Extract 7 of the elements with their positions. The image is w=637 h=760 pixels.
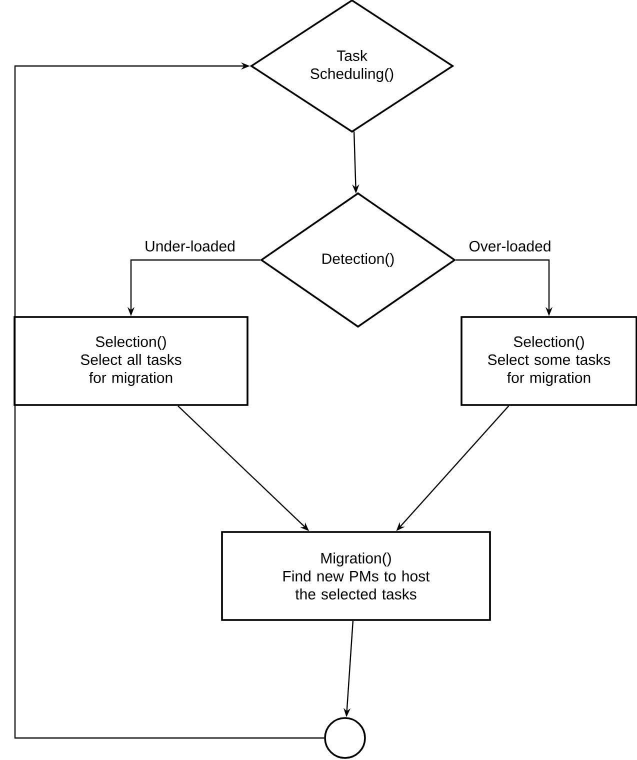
process-box: Selection() Select all tasks for migration	[14, 316, 248, 406]
edge-label: Over-loaded	[468, 240, 552, 252]
connector-circle	[324, 717, 366, 759]
process-box: Migration() Find new PMs to host the selected tasks	[221, 531, 491, 621]
arrow	[14, 62, 324, 739]
edge-label: Under-loaded	[144, 240, 236, 252]
process-box: Selection() Select some tasks for migration	[460, 316, 637, 406]
